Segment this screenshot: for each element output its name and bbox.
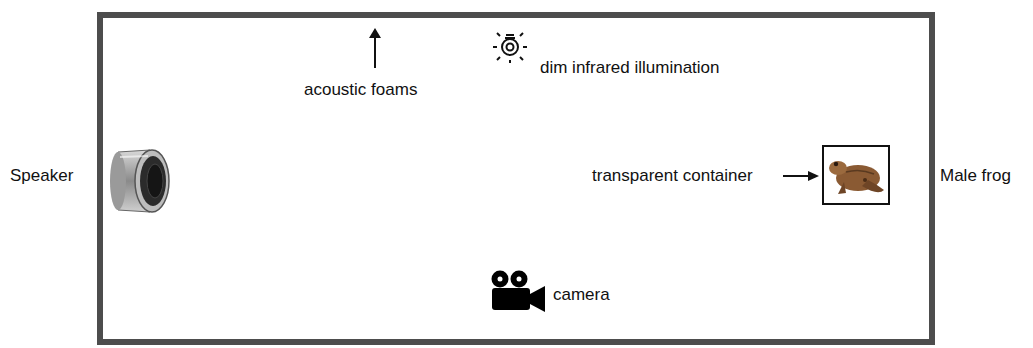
speaker-cone [147,164,163,198]
camera-icon [492,271,546,313]
bulb-ray [509,60,511,63]
bulb-ray [520,33,523,36]
light-bulb-icon [493,33,527,63]
speaker-opening [140,156,166,206]
bulb-ray [497,33,500,36]
frog-eye [834,162,838,166]
part-label: camera [553,285,610,305]
reel-hub [517,277,522,282]
part-label: transparent container [592,166,753,186]
speaker-rim [135,150,169,212]
bulb-ray [497,57,500,60]
camera-reel [511,271,528,288]
arrow-shaft [783,175,812,177]
bulb-cap [505,37,515,39]
bulb-cap [506,34,514,36]
bulb-glass [502,39,518,55]
arrow-shaft [374,33,376,68]
bulb-ray [493,46,497,48]
container-arrow [783,171,819,181]
camera-reel [492,271,509,288]
camera-lens [530,286,545,312]
transparent-container [823,146,889,204]
part-label: acoustic foams [304,80,417,100]
side-label: Male frog [940,166,1011,186]
speaker-back [110,152,126,210]
speaker-highlight [120,156,148,157]
reel-hub [498,277,503,282]
frog-spot [863,178,867,182]
bulb-ray [523,46,527,48]
frog-illustration [829,161,884,194]
arrow-head [808,171,819,181]
part-label: dim infrared illumination [540,58,720,78]
foam-arrow [369,28,381,68]
bulb-ray [520,57,523,60]
speaker-icon [110,150,169,212]
arrow-head [369,28,381,38]
camera-body [492,288,530,310]
frog-head [829,161,847,175]
side-label: Speaker [10,166,73,186]
sound-chamber [100,15,932,342]
frog-arm [838,182,846,194]
bulb-filament [507,44,514,51]
frog-stripe [846,170,874,174]
